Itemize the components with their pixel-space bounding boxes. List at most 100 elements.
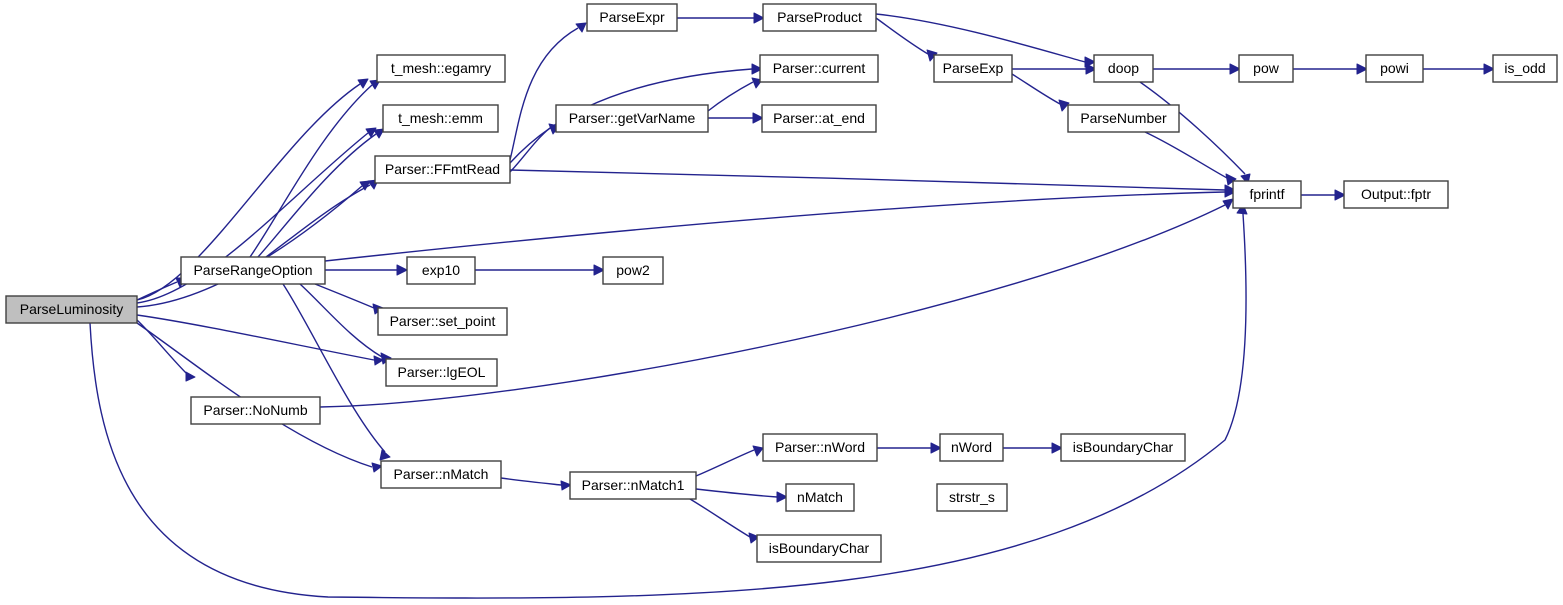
node-box[interactable] bbox=[5, 295, 138, 324]
arrow-head-icon bbox=[593, 264, 605, 276]
node-label: t_mesh::egamry bbox=[391, 60, 491, 76]
node-box[interactable] bbox=[377, 307, 508, 336]
node-label: Parser::NoNumb bbox=[203, 402, 307, 418]
arrow-head-icon bbox=[1229, 63, 1241, 75]
arrow-head-icon bbox=[748, 532, 760, 544]
node-t_mesh_emm[interactable]: t_mesh::emm bbox=[382, 104, 499, 133]
node-label: Parser::at_end bbox=[773, 110, 865, 126]
edge-ParseRangeOption-to-Parser_nMatch bbox=[282, 283, 391, 461]
edge-line bbox=[89, 213, 1247, 599]
arrow-head-icon bbox=[560, 480, 572, 491]
node-box[interactable] bbox=[1343, 180, 1449, 209]
node-ParseRangeOption[interactable]: ParseRangeOption bbox=[180, 256, 326, 285]
node-box[interactable] bbox=[180, 256, 326, 285]
node-box[interactable] bbox=[1067, 104, 1180, 133]
edge-line bbox=[265, 184, 371, 258]
node-pow[interactable]: pow bbox=[1238, 54, 1294, 83]
node-box[interactable] bbox=[1093, 54, 1154, 83]
node-box[interactable] bbox=[1238, 54, 1294, 83]
node-box[interactable] bbox=[936, 483, 1008, 512]
arrow-head-icon bbox=[1483, 63, 1495, 75]
node-powi[interactable]: powi bbox=[1365, 54, 1424, 83]
arrow-head-icon bbox=[365, 127, 377, 138]
node-box[interactable] bbox=[374, 155, 511, 184]
node-Output_fptr[interactable]: Output::fptr bbox=[1343, 180, 1449, 209]
node-fprintf[interactable]: fprintf bbox=[1232, 180, 1302, 209]
edge-line bbox=[509, 169, 1226, 191]
node-box[interactable] bbox=[555, 104, 709, 133]
node-pow2[interactable]: pow2 bbox=[602, 256, 664, 285]
node-Parser_current[interactable]: Parser::current bbox=[759, 54, 879, 83]
edge-Parser_FFmtRead-to-Parser_getVarName bbox=[509, 123, 560, 173]
node-box[interactable] bbox=[756, 534, 882, 563]
node-box[interactable] bbox=[762, 3, 877, 32]
edge-line bbox=[509, 127, 551, 173]
edge-exp10-to-pow2 bbox=[475, 264, 605, 276]
arrow-head-icon bbox=[357, 78, 369, 89]
node-box[interactable] bbox=[190, 396, 321, 425]
node-box[interactable] bbox=[1060, 433, 1186, 462]
edge-line bbox=[257, 133, 377, 258]
node-Parser_nWord[interactable]: Parser::nWord bbox=[762, 433, 878, 462]
node-label: doop bbox=[1108, 60, 1139, 76]
node-Parser_nMatch1[interactable]: Parser::nMatch1 bbox=[569, 471, 697, 500]
node-box[interactable] bbox=[376, 54, 506, 83]
arrow-head-icon bbox=[379, 449, 391, 461]
node-box[interactable] bbox=[939, 433, 1004, 462]
node-Parser_getVarName[interactable]: Parser::getVarName bbox=[555, 104, 709, 133]
node-Parser_lgEOL[interactable]: Parser::lgEOL bbox=[385, 358, 498, 387]
node-box[interactable] bbox=[380, 460, 502, 489]
node-label: nWord bbox=[951, 439, 992, 455]
node-box[interactable] bbox=[1232, 180, 1302, 209]
node-box[interactable] bbox=[759, 54, 879, 83]
arrow-head-icon bbox=[185, 371, 196, 382]
node-is_odd[interactable]: is_odd bbox=[1492, 54, 1558, 83]
edge-line bbox=[689, 498, 751, 538]
node-box[interactable] bbox=[586, 3, 678, 32]
node-box[interactable] bbox=[385, 358, 498, 387]
node-box[interactable] bbox=[761, 104, 877, 133]
node-ParseProduct[interactable]: ParseProduct bbox=[762, 3, 877, 32]
node-ParseNumber[interactable]: ParseNumber bbox=[1067, 104, 1180, 133]
node-ParseExpr[interactable]: ParseExpr bbox=[586, 3, 678, 32]
node-box[interactable] bbox=[382, 104, 499, 133]
node-label: Output::fptr bbox=[1361, 186, 1431, 202]
node-box[interactable] bbox=[762, 433, 878, 462]
node-doop[interactable]: doop bbox=[1093, 54, 1154, 83]
node-Parser_set_point[interactable]: Parser::set_point bbox=[377, 307, 508, 336]
edge-line bbox=[136, 314, 375, 361]
node-box[interactable] bbox=[785, 483, 855, 512]
node-label: ParseExpr bbox=[599, 9, 665, 25]
edge-line bbox=[319, 204, 1226, 408]
node-exp10[interactable]: exp10 bbox=[406, 256, 476, 285]
edge-ParseLuminosity-to-Parser_FFmtRead bbox=[136, 180, 371, 308]
node-label: Parser::getVarName bbox=[569, 110, 696, 126]
node-box[interactable] bbox=[1365, 54, 1424, 83]
node-Parser_at_end[interactable]: Parser::at_end bbox=[761, 104, 877, 133]
edge-ParseRangeOption-to-t_mesh_egamry bbox=[249, 79, 381, 258]
edge-fprintf-to-Output_fptr bbox=[1301, 189, 1346, 201]
node-strstr_s[interactable]: strstr_s bbox=[936, 483, 1008, 512]
arrow-head-icon bbox=[1085, 63, 1097, 75]
node-t_mesh_egamry[interactable]: t_mesh::egamry bbox=[376, 54, 506, 83]
edge-Parser_nMatch1-to-nMatch bbox=[695, 488, 788, 503]
node-box[interactable] bbox=[406, 256, 476, 285]
node-Parser_FFmtRead[interactable]: Parser::FFmtRead bbox=[374, 155, 511, 184]
edge-ParseRangeOption-to-fprintf bbox=[324, 186, 1236, 262]
node-box[interactable] bbox=[1492, 54, 1558, 83]
edge-ParseLuminosity-to-Parser_lgEOL bbox=[136, 314, 384, 366]
node-box[interactable] bbox=[933, 54, 1013, 83]
node-Parser_nMatch[interactable]: Parser::nMatch bbox=[380, 460, 502, 489]
node-isBoundaryChar2[interactable]: isBoundaryChar bbox=[756, 534, 882, 563]
node-box[interactable] bbox=[569, 471, 697, 500]
node-nMatch[interactable]: nMatch bbox=[785, 483, 855, 512]
node-nWord[interactable]: nWord bbox=[939, 433, 1004, 462]
edge-ParseRangeOption-to-exp10 bbox=[325, 264, 408, 276]
node-box[interactable] bbox=[602, 256, 664, 285]
node-ParseExp[interactable]: ParseExp bbox=[933, 54, 1013, 83]
node-label: isBoundaryChar bbox=[769, 540, 870, 556]
nodes-layer: ParseLuminosity t_mesh::egamryt_mesh::emm… bbox=[5, 3, 1558, 563]
node-Parser_NoNumb[interactable]: Parser::NoNumb bbox=[190, 396, 321, 425]
node-isBoundaryChar1[interactable]: isBoundaryChar bbox=[1060, 433, 1186, 462]
node-ParseLuminosity[interactable]: ParseLuminosity bbox=[5, 295, 138, 324]
